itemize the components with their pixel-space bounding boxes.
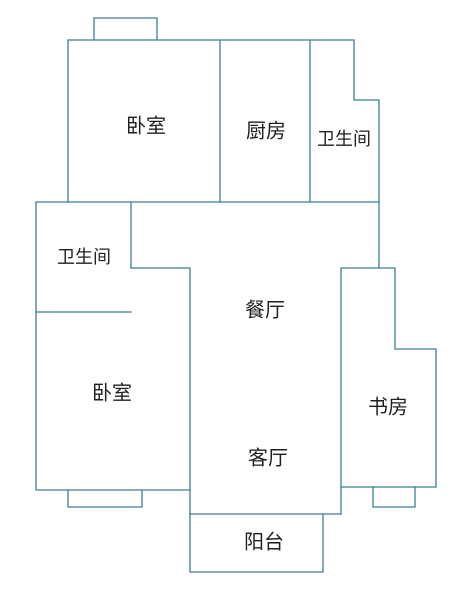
label-bedroom-bottom: 卧室: [92, 381, 132, 405]
wall-left-bedroom-inner: [130, 267, 191, 515]
wall-left-outer: [35, 201, 191, 491]
label-balcony: 阳台: [244, 530, 284, 554]
wall-balcony: [189, 513, 324, 573]
window-study: [372, 486, 416, 508]
wall-top-row: [67, 39, 380, 269]
label-study: 书房: [368, 395, 408, 419]
label-living: 客厅: [248, 446, 288, 470]
wall-study: [340, 267, 437, 515]
label-bathroom-left: 卫生间: [57, 247, 111, 268]
label-bathroom-top: 卫生间: [317, 129, 371, 150]
label-dining: 餐厅: [245, 298, 285, 322]
window-top-bedroom: [93, 17, 158, 41]
label-bedroom-top: 卧室: [126, 114, 166, 138]
window-bottom-bedroom: [67, 489, 143, 508]
walls: [35, 17, 437, 573]
label-kitchen: 厨房: [246, 119, 286, 143]
room-labels: 卧室 厨房 卫生间 卫生间 餐厅 卧室 书房 客厅 阳台: [57, 114, 408, 554]
